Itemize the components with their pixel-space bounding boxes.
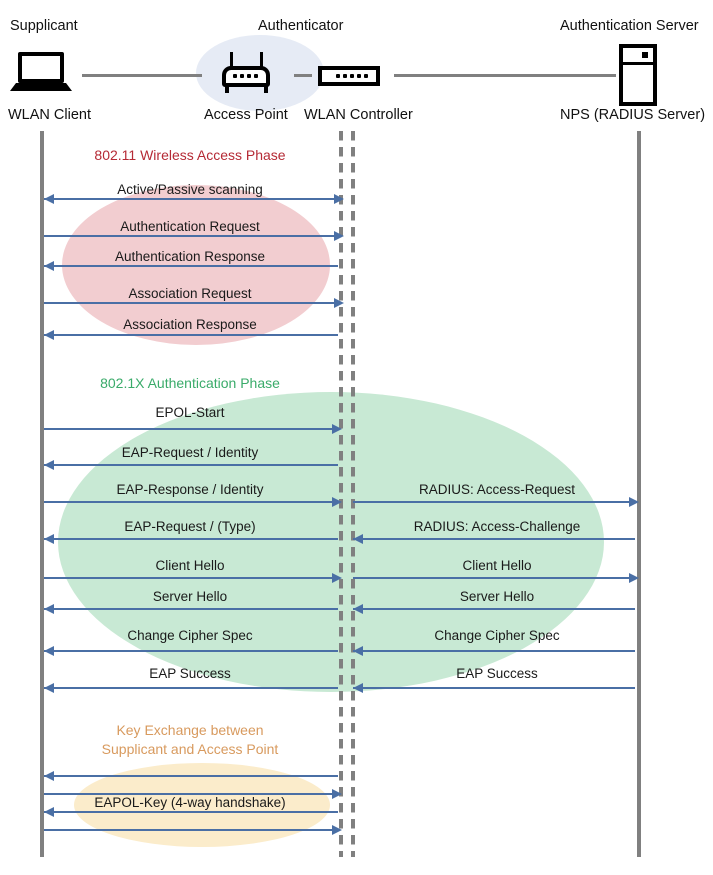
message-label: Association Request — [128, 286, 252, 301]
arrow-head-left-icon — [44, 771, 54, 781]
wlan-controller-icon — [318, 52, 380, 94]
actor-role-supplicant: Supplicant — [10, 18, 78, 34]
arrow-head-left-icon — [44, 330, 54, 340]
phase-title-key-exchange-line2: Supplicant and Access Point — [101, 741, 279, 757]
message-label: EAPOL-Key (4-way handshake) — [94, 795, 286, 810]
message-label: Authentication Response — [114, 249, 266, 264]
message-label: RADIUS: Access-Request — [418, 482, 576, 497]
message-arrow-line — [44, 829, 338, 831]
message-label: EPOL-Start — [155, 405, 225, 420]
phase-title-802-11: 802.11 Wireless Access Phase — [94, 147, 286, 163]
server-icon — [619, 44, 657, 106]
link-ap-to-controller — [294, 74, 312, 77]
lifeline-authenticator-a — [339, 131, 343, 857]
message-arrow-line — [44, 334, 338, 336]
arrow-head-left-icon — [44, 534, 54, 544]
phase-title-802-1x: 802.1X Authentication Phase — [100, 375, 280, 391]
message-arrow-line — [353, 650, 635, 652]
message-arrow-line — [44, 775, 338, 777]
message-arrow-line — [44, 577, 338, 579]
message-label: Client Hello — [155, 558, 225, 573]
message-label: EAP-Request / (Type) — [124, 519, 256, 534]
arrow-head-right-icon — [332, 825, 342, 835]
arrow-head-left-icon — [44, 194, 54, 204]
actor-label-wlan-client: WLAN Client — [8, 107, 91, 123]
message-arrow-line — [44, 650, 338, 652]
message-arrow-line — [44, 501, 338, 503]
arrow-head-left-icon — [44, 261, 54, 271]
arrow-head-left-icon — [44, 807, 54, 817]
message-label: Server Hello — [459, 589, 535, 604]
message-arrow-line — [353, 608, 635, 610]
message-label: Server Hello — [152, 589, 228, 604]
arrow-head-right-icon — [332, 573, 342, 583]
actor-label-nps-server: NPS (RADIUS Server) — [560, 107, 706, 123]
message-arrow-line — [353, 501, 635, 503]
link-controller-to-server — [394, 74, 616, 77]
arrow-head-left-icon — [353, 646, 363, 656]
message-label: Change Cipher Spec — [434, 628, 560, 643]
message-arrow-line — [44, 608, 338, 610]
message-arrow-line — [353, 577, 635, 579]
message-arrow-line — [44, 811, 338, 813]
message-arrow-line — [44, 538, 338, 540]
message-label: Association Response — [123, 317, 257, 332]
phase-title-key-exchange-line1: Key Exchange between — [116, 722, 264, 738]
message-arrow-line — [44, 265, 338, 267]
message-label: Active/Passive scanning — [117, 182, 263, 197]
message-label: Change Cipher Spec — [127, 628, 253, 643]
message-arrow-line — [44, 302, 338, 304]
lifeline-auth-server — [637, 131, 641, 857]
message-arrow-line — [44, 464, 338, 466]
message-label: EAP Success — [456, 666, 538, 681]
message-arrow-line — [353, 538, 635, 540]
arrow-head-right-icon — [334, 194, 344, 204]
message-label: EAP-Response / Identity — [116, 482, 264, 497]
arrow-head-right-icon — [332, 497, 342, 507]
arrow-head-right-icon — [629, 497, 639, 507]
message-arrow-line — [44, 687, 338, 689]
message-arrow-line — [44, 235, 338, 237]
arrow-head-right-icon — [332, 424, 342, 434]
actor-role-authenticator: Authenticator — [258, 18, 344, 34]
arrow-head-right-icon — [334, 298, 344, 308]
lifeline-authenticator-b — [351, 131, 355, 857]
laptop-icon — [10, 52, 80, 92]
actor-label-wlan-controller: WLAN Controller — [304, 107, 413, 123]
actor-label-access-point: Access Point — [204, 107, 288, 123]
link-client-to-ap — [82, 74, 202, 77]
message-arrow-line — [353, 687, 635, 689]
phase-ellipse-key-exchange — [74, 763, 330, 847]
message-label: EAP Success — [149, 666, 231, 681]
access-point-icon — [216, 52, 276, 94]
arrow-head-left-icon — [353, 534, 363, 544]
message-label: Authentication Request — [120, 219, 260, 234]
message-arrow-line — [44, 793, 338, 795]
message-arrow-line — [44, 198, 338, 200]
arrow-head-right-icon — [332, 789, 342, 799]
message-label: RADIUS: Access-Challenge — [413, 519, 581, 534]
arrow-head-left-icon — [44, 646, 54, 656]
message-arrow-line — [44, 428, 338, 430]
arrow-head-left-icon — [44, 460, 54, 470]
message-label: Client Hello — [462, 558, 532, 573]
lifeline-supplicant — [40, 131, 44, 857]
arrow-head-right-icon — [334, 231, 344, 241]
actor-role-auth-server: Authentication Server — [560, 18, 699, 34]
arrow-head-left-icon — [353, 683, 363, 693]
arrow-head-left-icon — [353, 604, 363, 614]
arrow-head-right-icon — [629, 573, 639, 583]
phase-ellipse-802-1x — [58, 392, 604, 692]
message-label: EAP-Request / Identity — [121, 445, 259, 460]
arrow-head-left-icon — [44, 683, 54, 693]
arrow-head-left-icon — [44, 604, 54, 614]
